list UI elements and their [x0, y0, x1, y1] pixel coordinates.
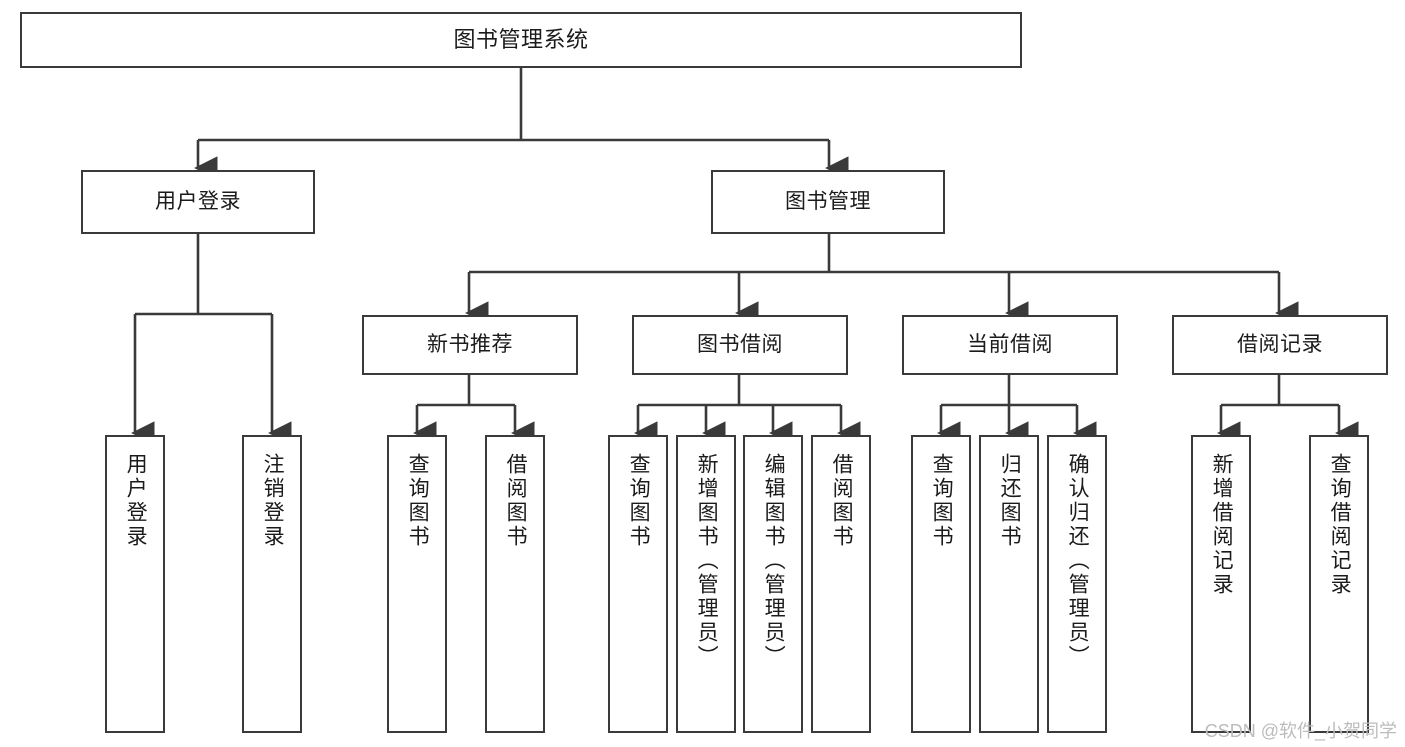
- node-label: 用户登录: [155, 189, 241, 213]
- node-label: 图书管理系统: [453, 27, 589, 53]
- node-label: 借阅图书: [504, 453, 528, 549]
- node-current-borrow[interactable]: 当前借阅: [902, 315, 1118, 375]
- node-label: 归还图书: [998, 453, 1022, 549]
- leaf-book-borrow-edit-admin[interactable]: 编辑图书（管理员）: [743, 435, 803, 733]
- node-label: 确认归还（管理员）: [1066, 453, 1090, 669]
- node-label: 新增图书（管理员）: [695, 453, 719, 669]
- leaf-user-login-logout[interactable]: 注销登录: [242, 435, 302, 733]
- leaf-borrow-record-query[interactable]: 查询借阅记录: [1309, 435, 1369, 733]
- node-label: 用户登录: [124, 453, 148, 549]
- leaf-borrow-record-add[interactable]: 新增借阅记录: [1191, 435, 1251, 733]
- leaf-current-borrow-confirm-return-admin[interactable]: 确认归还（管理员）: [1047, 435, 1107, 733]
- leaf-new-book-borrow[interactable]: 借阅图书: [485, 435, 545, 733]
- leaf-user-login-login[interactable]: 用户登录: [105, 435, 165, 733]
- leaf-book-borrow-borrow[interactable]: 借阅图书: [811, 435, 871, 733]
- leaf-current-borrow-return[interactable]: 归还图书: [979, 435, 1039, 733]
- csdn-watermark: CSDN @软件_小贺同学: [1204, 721, 1397, 741]
- node-label: 借阅图书: [830, 453, 854, 549]
- leaf-book-borrow-add-admin[interactable]: 新增图书（管理员）: [676, 435, 736, 733]
- node-label: 查询图书: [930, 453, 954, 549]
- node-label: 当前借阅: [967, 332, 1053, 356]
- node-book-management[interactable]: 图书管理: [711, 170, 945, 234]
- node-label: 查询图书: [627, 453, 651, 549]
- node-root-book-management-system[interactable]: 图书管理系统: [20, 12, 1022, 68]
- leaf-new-book-query[interactable]: 查询图书: [387, 435, 447, 733]
- leaf-book-borrow-query[interactable]: 查询图书: [608, 435, 668, 733]
- node-label: 新增借阅记录: [1210, 453, 1234, 597]
- node-label: 新书推荐: [427, 332, 513, 356]
- node-label: 编辑图书（管理员）: [762, 453, 786, 669]
- node-label: 图书管理: [785, 189, 871, 213]
- node-user-login[interactable]: 用户登录: [81, 170, 315, 234]
- node-label: 借阅记录: [1237, 332, 1323, 356]
- node-label: 图书借阅: [697, 332, 783, 356]
- node-new-book-recommend[interactable]: 新书推荐: [362, 315, 578, 375]
- leaf-current-borrow-query[interactable]: 查询图书: [911, 435, 971, 733]
- node-book-borrow[interactable]: 图书借阅: [632, 315, 848, 375]
- node-label: 查询借阅记录: [1328, 453, 1352, 597]
- node-borrow-record[interactable]: 借阅记录: [1172, 315, 1388, 375]
- node-label: 查询图书: [406, 453, 430, 549]
- node-label: 注销登录: [261, 453, 285, 549]
